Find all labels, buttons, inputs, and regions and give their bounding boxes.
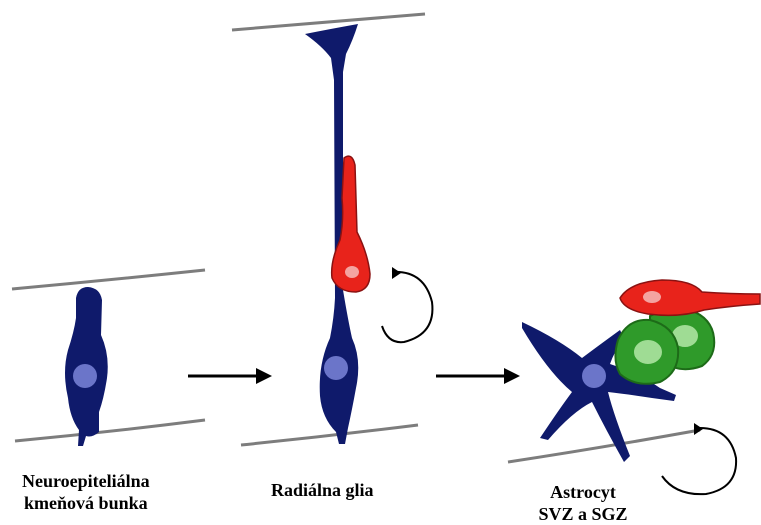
neuroepithelial-nucleus [73, 364, 97, 388]
label-line: Astrocyt [528, 481, 638, 503]
self-renewal-arrowhead-1 [392, 267, 401, 279]
stage-label-astrocyte: Astrocyt SVZ a SGZ [528, 481, 638, 525]
migrating-progenitor-cell [620, 280, 760, 315]
apical-surface-line-1 [12, 270, 205, 289]
stage-label-neuroepithelial: Neuroepiteliálna kmeňová bunka [22, 470, 150, 514]
astrocyte-nucleus [582, 364, 606, 388]
basal-surface-line-2 [241, 425, 418, 445]
neuroepithelial-stem-cell [12, 270, 205, 446]
neuroblast-cluster [615, 309, 714, 384]
label-line: SVZ a SGZ [528, 503, 638, 525]
arrow-1 [188, 368, 272, 384]
self-renewal-arrow-1 [382, 272, 432, 342]
basal-surface-line-1 [15, 420, 205, 441]
radial-glia-nucleus [324, 356, 348, 380]
basal-surface-line-3 [508, 430, 700, 462]
apical-surface-line-2 [232, 14, 425, 30]
migrating-progenitor-nucleus [643, 291, 661, 303]
label-line: Neuroepiteliálna [22, 470, 150, 492]
label-line: Radiálna glia [271, 479, 374, 501]
arrow-2 [436, 368, 520, 384]
progenitor-nucleus [345, 266, 359, 278]
self-renewal-arrowhead-2 [694, 423, 703, 435]
self-renewal-arrow-2 [662, 428, 736, 494]
neuroblast-nucleus-front [633, 339, 663, 365]
astrocyte-stage [508, 280, 760, 494]
stage-label-radial-glia: Radiálna glia [271, 479, 374, 501]
label-line: kmeňová bunka [22, 492, 150, 514]
